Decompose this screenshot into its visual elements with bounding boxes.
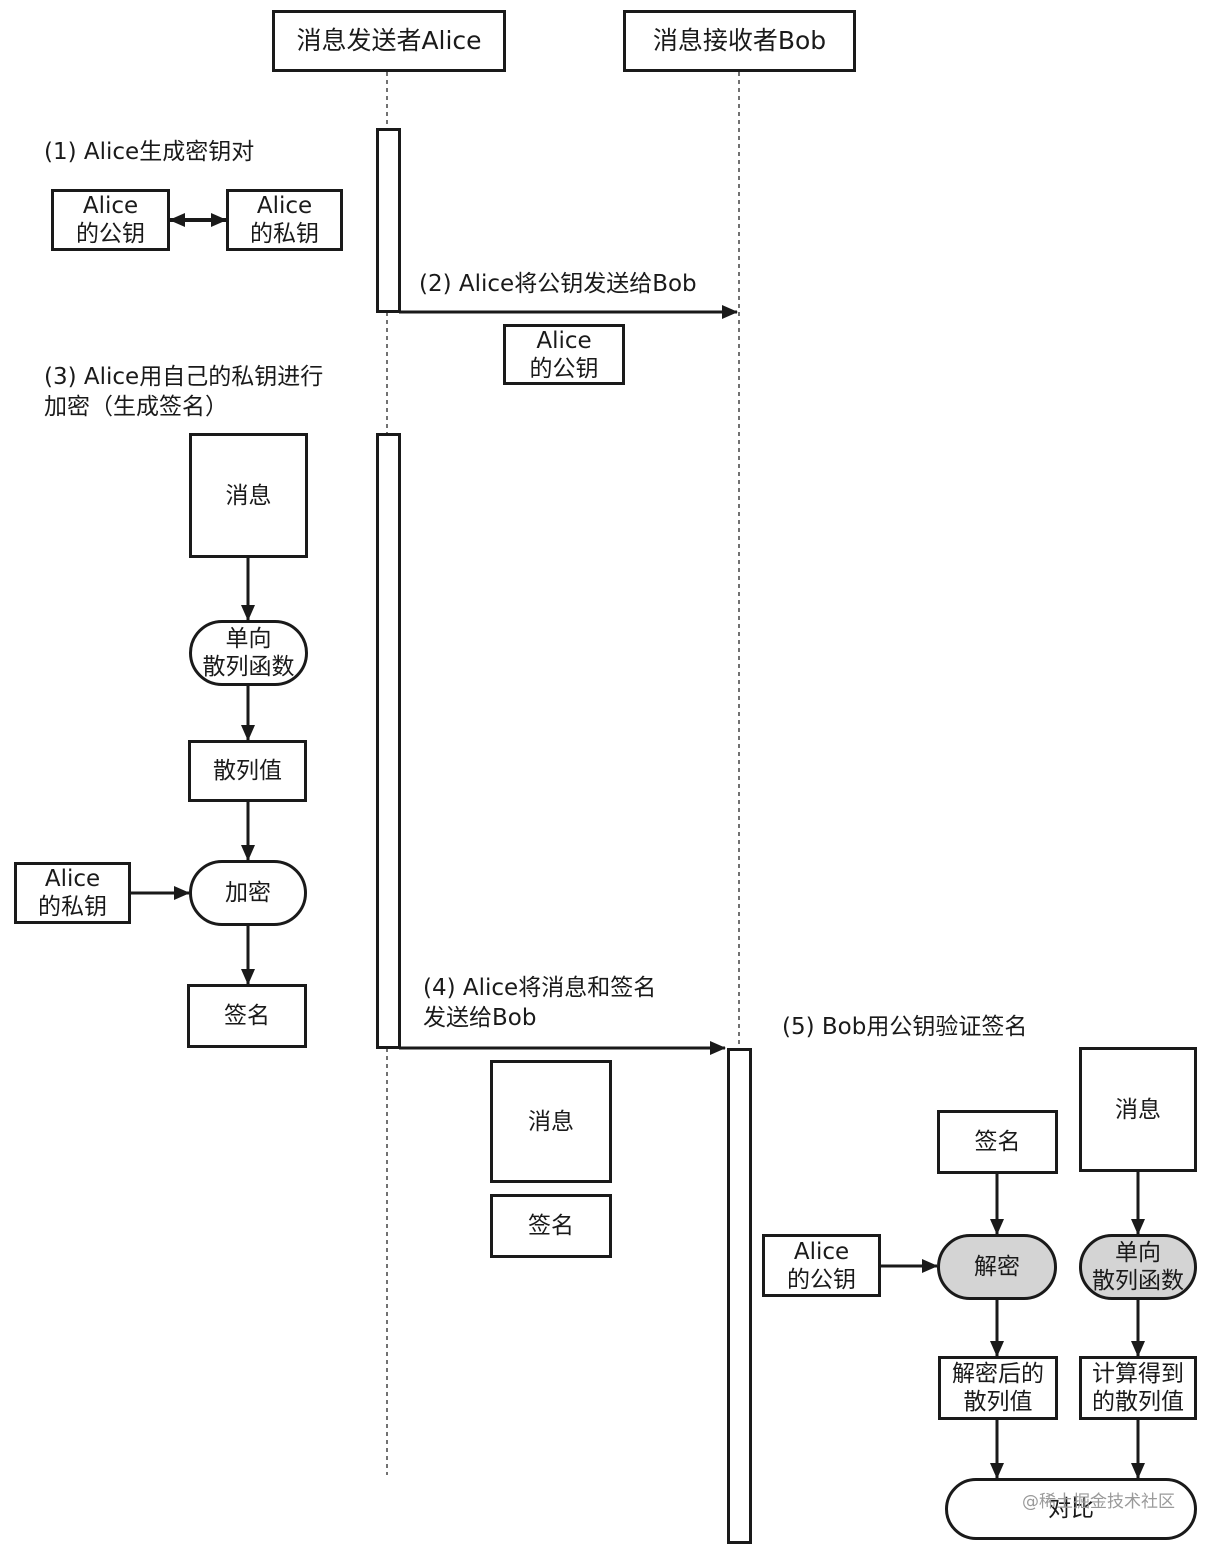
alice-private-key-box: Alice 的私钥	[14, 862, 131, 924]
signature-box: 签名	[490, 1194, 612, 1258]
actor-sender: 消息发送者Alice	[272, 10, 506, 72]
message-box: 消息	[189, 433, 308, 558]
message-box: 消息	[1079, 1047, 1197, 1172]
step-5-label: (5) Bob用公钥验证签名	[782, 1014, 1028, 1040]
alice-activation-bar-1	[376, 128, 401, 313]
step-3-label: (3) Alice用自己的私钥进行 加密（生成签名）	[44, 364, 324, 420]
signature-box: 签名	[937, 1110, 1058, 1174]
alice-public-key-box: Alice 的公钥	[762, 1234, 881, 1297]
hash-function-node: 单向 散列函数	[189, 620, 308, 686]
step-1-label: (1) Alice生成密钥对	[44, 139, 255, 165]
signature-box: 签名	[187, 984, 307, 1048]
bob-activation-bar	[727, 1048, 752, 1544]
decrypt-node: 解密	[937, 1234, 1057, 1300]
alice-public-key-box: Alice 的公钥	[503, 324, 625, 385]
compare-node: 对比	[945, 1478, 1197, 1540]
message-box: 消息	[490, 1060, 612, 1183]
step-4-label: (4) Alice将消息和签名 发送给Bob	[423, 975, 657, 1031]
hash-function-node: 单向 散列函数	[1079, 1234, 1197, 1300]
step-2-label: (2) Alice将公钥发送给Bob	[419, 271, 697, 297]
alice-private-key-box: Alice 的私钥	[226, 189, 343, 251]
alice-public-key-box: Alice 的公钥	[51, 189, 170, 251]
actor-receiver: 消息接收者Bob	[623, 10, 856, 72]
decrypted-hash-box: 解密后的 散列值	[938, 1356, 1058, 1420]
alice-activation-bar-2	[376, 433, 401, 1049]
hash-value-box: 散列值	[188, 740, 307, 802]
computed-hash-box: 计算得到 的散列值	[1079, 1356, 1197, 1420]
watermark: @稀土掘金技术社区	[1022, 1492, 1175, 1512]
encrypt-node: 加密	[189, 860, 307, 926]
